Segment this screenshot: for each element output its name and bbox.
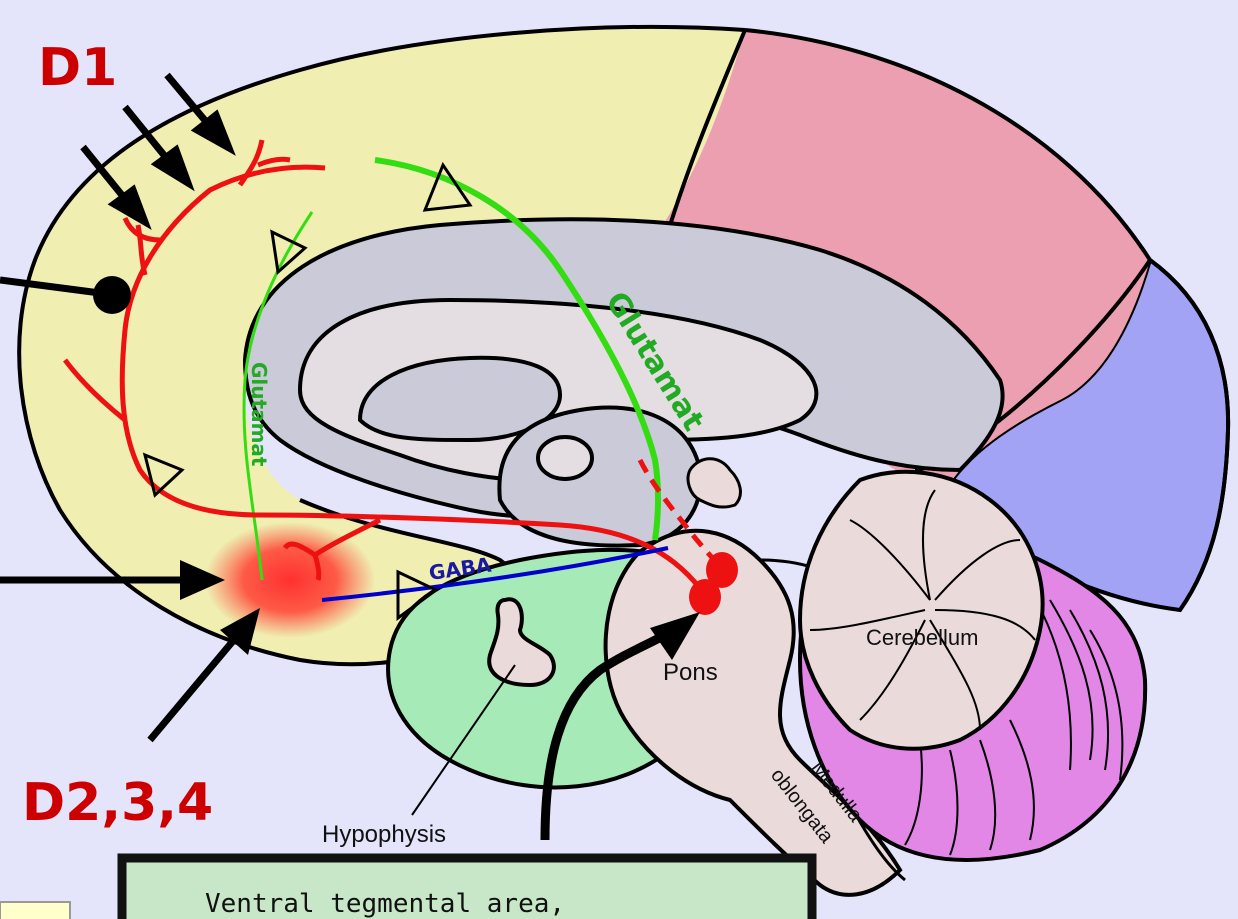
cerebellum-label: Cerebellum [866, 625, 979, 650]
vta-neuron-2 [689, 579, 721, 615]
pons-label: Pons [663, 659, 718, 686]
inhibitory-dot [93, 276, 131, 314]
input-arrow-d2 [150, 635, 238, 740]
vta-box-text: Ventral tegmental area, [205, 889, 565, 919]
glutamate-frontal-label: Glutamat [247, 362, 271, 467]
d1-label: D1 [38, 38, 117, 98]
massa-intermedia [538, 437, 592, 479]
hypophysis-label: Hypophysis [322, 821, 446, 848]
d234-label: D2,3,4 [22, 773, 213, 833]
nucleus-accumbens-glow [205, 522, 375, 638]
legend-box-corner [0, 902, 70, 919]
